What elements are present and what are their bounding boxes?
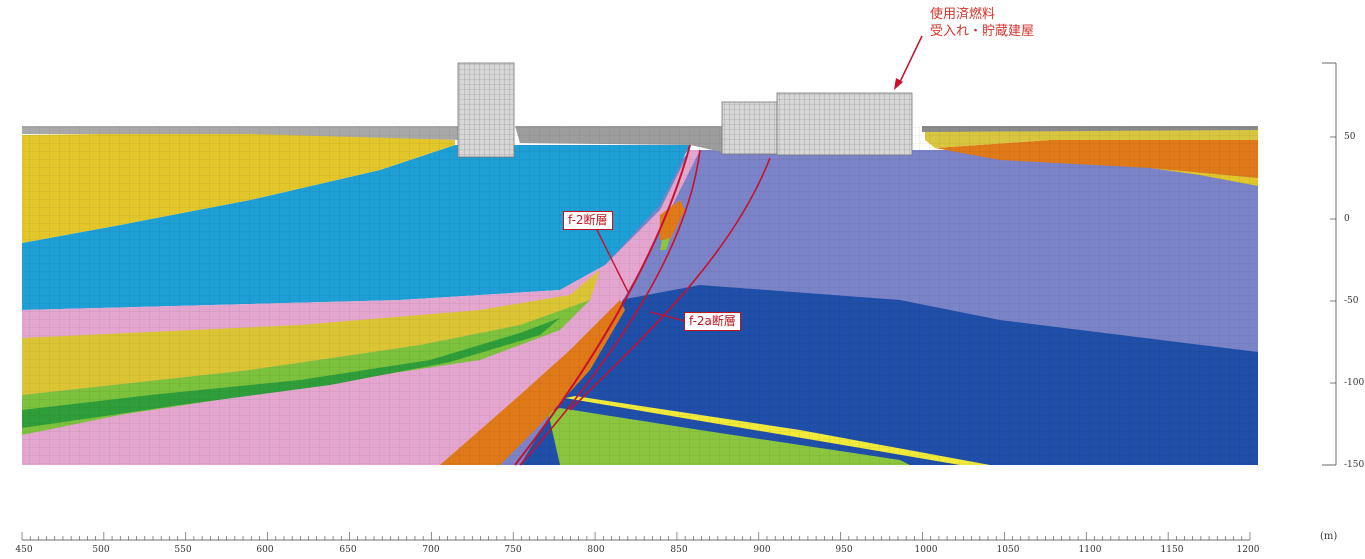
- fault-line-f2: [514, 144, 691, 466]
- x-axis-ticks: [21, 532, 1251, 540]
- x-tick-label: 600: [256, 545, 274, 555]
- x-tick-label: 850: [670, 545, 688, 555]
- x-tick-label: 450: [15, 545, 33, 555]
- x-tick-label: 750: [504, 545, 522, 555]
- x-tick-label: 700: [422, 545, 440, 555]
- x-tick-label: 800: [587, 545, 605, 555]
- fault-line-f2a-branch: [569, 157, 771, 411]
- x-tick-label: 550: [174, 545, 192, 555]
- mesh-overlay: [22, 126, 1258, 465]
- building-label-line1: 使用済燃料: [930, 7, 996, 22]
- y-tick-label: 50: [1344, 132, 1356, 142]
- fault-label-f2: f-2断層: [563, 211, 613, 230]
- y-tick-label: -50: [1344, 296, 1359, 306]
- x-tick-label: 1050: [996, 545, 1020, 555]
- building-middle: [721, 101, 778, 155]
- y-axis-ticks: [1330, 136, 1336, 384]
- leader-f2: [595, 227, 629, 293]
- leader-f2a: [649, 311, 686, 322]
- leader-building-arrow: [897, 35, 923, 87]
- x-tick-label: 1200: [1236, 545, 1260, 555]
- x-tick-label: 1000: [914, 545, 938, 555]
- y-tick-label: 0: [1344, 214, 1350, 224]
- x-tick-label: 900: [753, 545, 771, 555]
- building-spent-fuel: [776, 92, 913, 156]
- x-tick-label: 500: [92, 545, 110, 555]
- arrow-head: [894, 78, 903, 90]
- fault-label-f2a: f-2a断層: [684, 312, 741, 331]
- y-tick-label: -100: [1344, 378, 1365, 388]
- building-left: [457, 62, 515, 158]
- fault-line-f2a: [519, 149, 701, 466]
- building-label: 使用済燃料 受入れ・貯蔵建屋: [930, 6, 1034, 40]
- x-tick-label: 1100: [1078, 545, 1102, 555]
- building-label-line2: 受入れ・貯蔵建屋: [930, 24, 1035, 39]
- y-tick-label: -150: [1344, 460, 1365, 470]
- x-axis-unit: (m): [1320, 531, 1338, 542]
- x-tick-label: 650: [339, 545, 357, 555]
- x-tick-label: 1150: [1160, 545, 1184, 555]
- x-tick-label: 950: [835, 545, 853, 555]
